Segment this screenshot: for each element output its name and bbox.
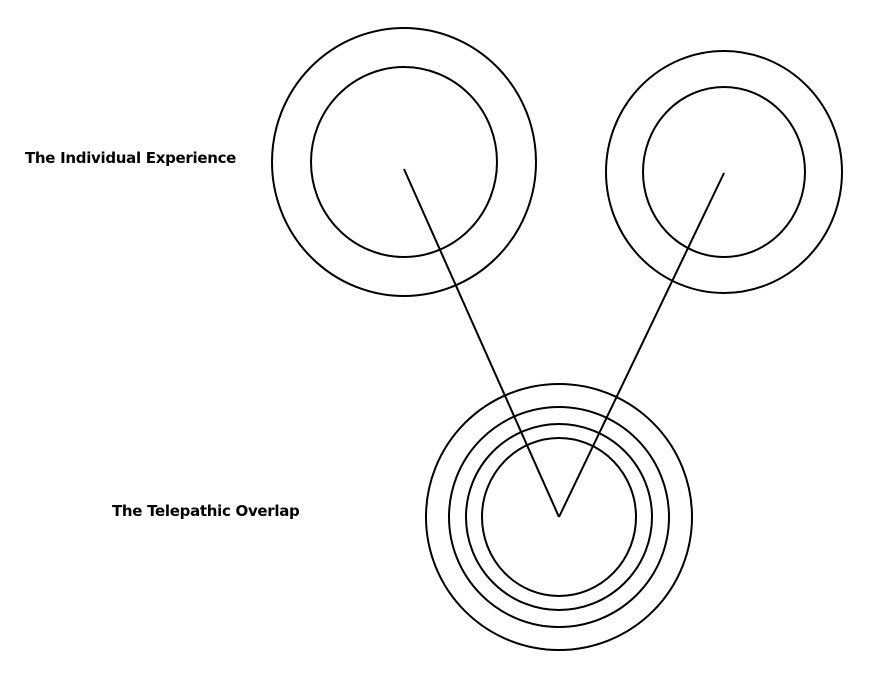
overlap-ring-3 [465, 423, 653, 611]
individual-mind-left [271, 27, 537, 297]
label-individual-experience: The Individual Experience [25, 149, 237, 167]
left-outer-ring [271, 27, 537, 297]
label-telepathic-overlap: The Telepathic Overlap [112, 502, 300, 520]
connector-line-left [403, 168, 560, 518]
right-inner-ring [642, 86, 806, 258]
overlap-ring-1 [425, 383, 693, 651]
overlap-ring-2 [448, 406, 670, 628]
right-outer-ring [605, 50, 843, 294]
left-inner-ring [310, 66, 498, 258]
overlap-ring-4 [481, 437, 637, 597]
connector-line-right [558, 172, 725, 518]
telepathic-overlap [425, 383, 693, 651]
individual-mind-right [605, 50, 843, 294]
